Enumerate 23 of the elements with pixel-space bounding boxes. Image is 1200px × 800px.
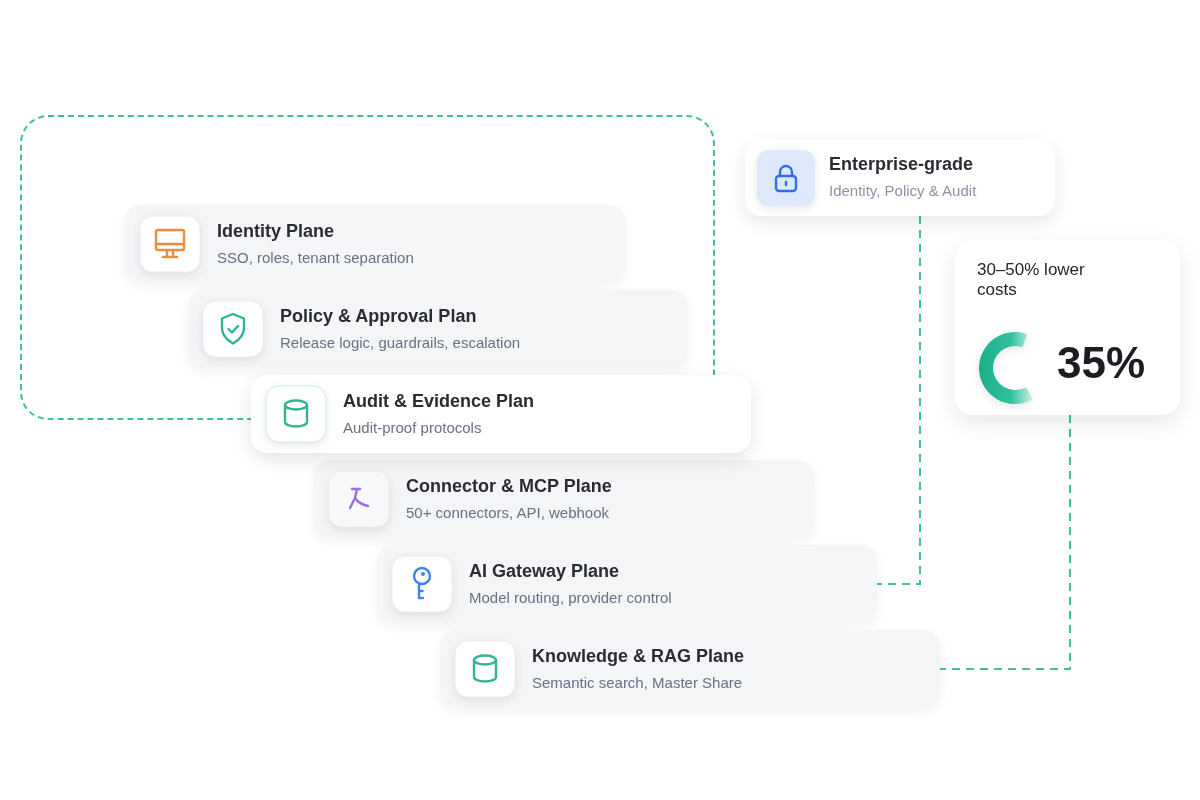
card-subtitle: Model routing, provider control xyxy=(469,589,672,606)
plane-card xyxy=(125,205,625,283)
card-title: AI Gateway Plane xyxy=(469,561,620,582)
stat-caption: 30–50% lower costs xyxy=(977,260,1086,301)
card-subtitle: Release logic, guardrails, escalation xyxy=(280,334,521,351)
dashed-connector xyxy=(939,414,1071,670)
card-subtitle: SSO, roles, tenant separation xyxy=(217,249,414,266)
card-subtitle: Audit-proof protocols xyxy=(343,419,482,436)
feature-card xyxy=(745,140,1055,216)
card-title: Identity Plane xyxy=(217,221,335,242)
card-title: Audit & Evidence Plan xyxy=(343,391,535,412)
card-title: Enterprise-grade xyxy=(829,154,974,175)
card-title: Knowledge & RAG Plane xyxy=(532,646,745,667)
card-subtitle: 50+ connectors, API, webhook xyxy=(406,504,610,521)
stat-value: 35% xyxy=(1057,338,1146,388)
card-title: Policy & Approval Plan xyxy=(280,306,477,327)
plane-card xyxy=(314,460,814,538)
stat-card xyxy=(955,240,1180,415)
card-title: Connector & MCP Plane xyxy=(406,476,612,497)
dashed-connector xyxy=(876,215,921,585)
plane-card xyxy=(251,375,751,453)
card-subtitle: Identity, Policy & Audit xyxy=(829,182,977,199)
card-subtitle: Semantic search, Master Share xyxy=(532,674,743,691)
